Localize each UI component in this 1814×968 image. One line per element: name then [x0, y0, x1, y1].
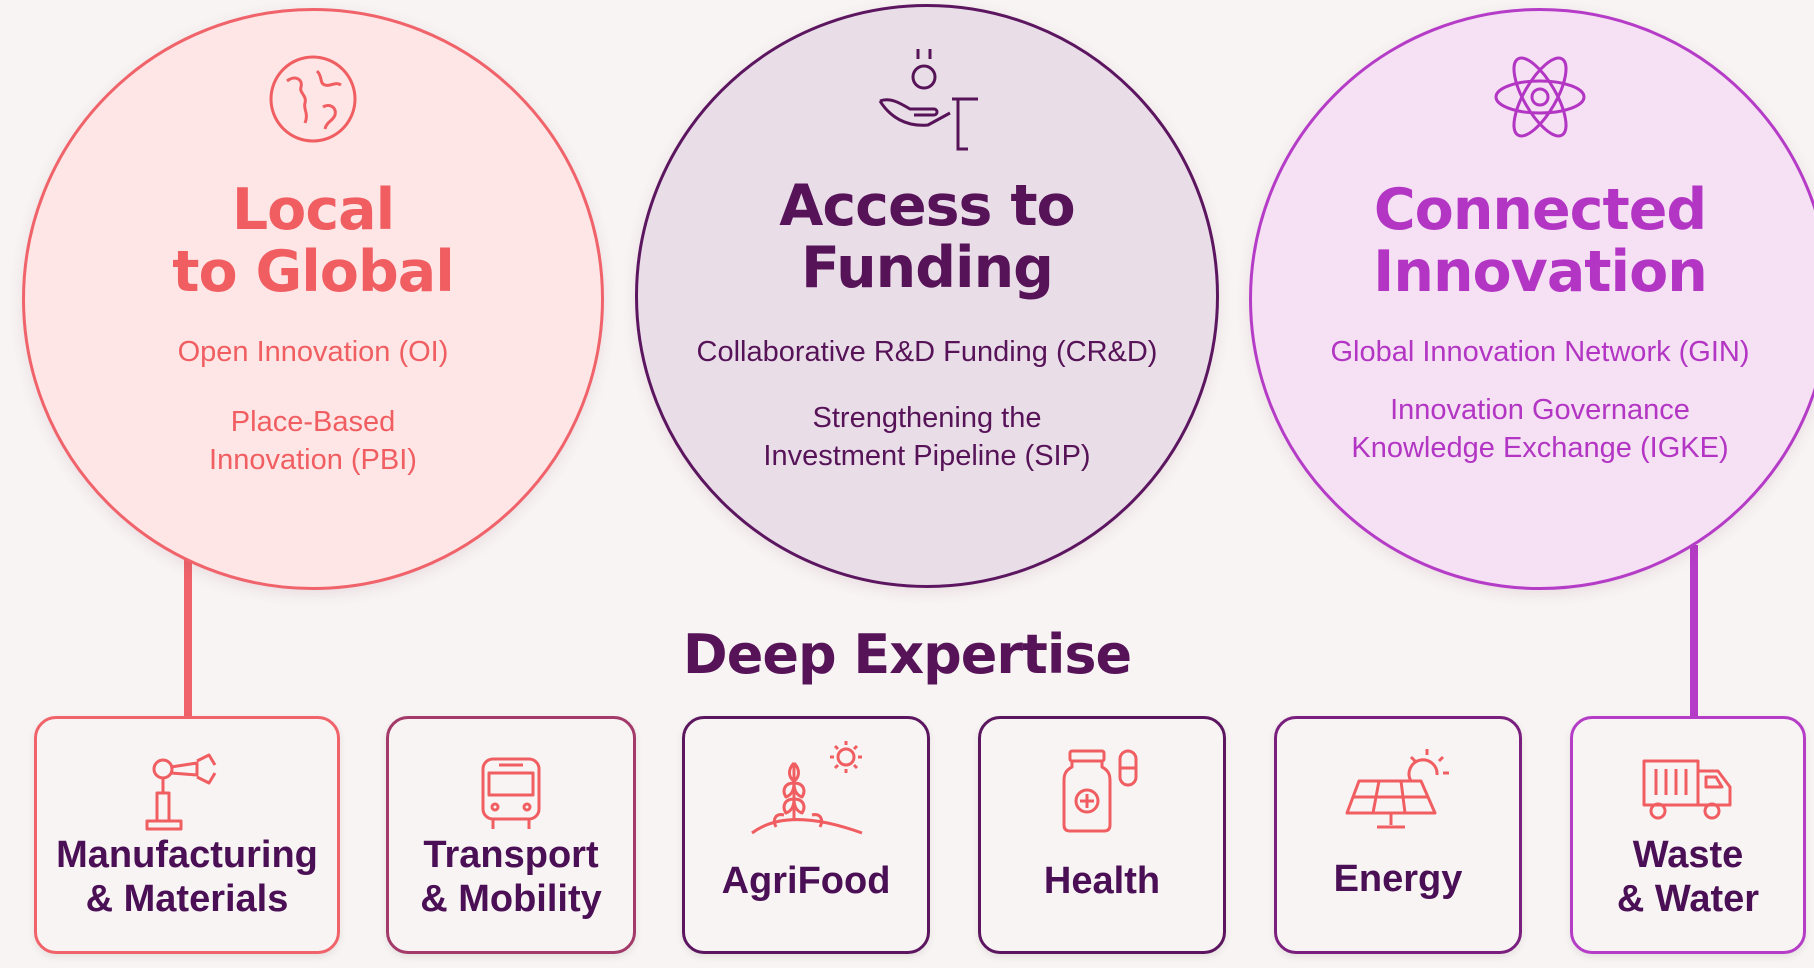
deep-expertise-title: Deep Expertise [682, 623, 1132, 686]
pillar-item-sip-line1: Strengthening the [812, 402, 1042, 434]
sector-label: Energy [1277, 857, 1519, 901]
sector-card-health: Health [978, 716, 1226, 954]
garbage-truck-icon [1642, 759, 1732, 820]
pillar-item-gin: Global Innovation Network (GIN) [1330, 336, 1750, 368]
sector-label: AgriFood [685, 859, 927, 903]
wheat-sun-icon [751, 741, 863, 835]
globe-icon [269, 55, 357, 143]
sector-card-energy: Energy [1274, 716, 1522, 954]
pillar-connected-innovation: Connected Innovation Global Innovation N… [1249, 8, 1814, 590]
pillar-title-line1: Local [231, 177, 395, 243]
sector-label-line1: Manufacturing [56, 834, 318, 876]
sector-label-line1: Transport [423, 834, 599, 876]
pillar-title-line2: Innovation [1373, 239, 1708, 305]
pillar-item-crd: Collaborative R&D Funding (CR&D) [696, 336, 1158, 368]
sector-label: Manufacturing & Materials [37, 833, 337, 921]
pillar-title-line1: Access to [779, 173, 1075, 239]
pillar-item-pbi-line2: Innovation (PBI) [209, 444, 417, 476]
pillar-access-to-funding: Access to Funding Collaborative R&D Fund… [635, 4, 1219, 588]
sector-label-line1: Health [1043, 860, 1161, 902]
robot-arm-icon [145, 753, 217, 831]
hand-coin-icon [878, 49, 978, 151]
pillar-title-line1: Connected [1373, 177, 1707, 243]
pillar-local-to-global: Local to Global Open Innovation (OI) Pla… [22, 8, 604, 590]
pillar-item-sip-line2: Investment Pipeline (SIP) [763, 440, 1091, 472]
sector-card-manufacturing: Manufacturing & Materials [34, 716, 340, 954]
pillar-item-igke-line1: Innovation Governance [1390, 394, 1690, 426]
sector-label: Waste & Water [1573, 833, 1803, 921]
sector-label: Health [981, 859, 1223, 903]
sector-card-transport: Transport & Mobility [386, 716, 636, 954]
sector-label-line1: Waste [1632, 834, 1744, 876]
pillar-title-line2: Funding [801, 235, 1054, 301]
sector-label-line2: & Mobility [420, 878, 602, 920]
bus-icon [481, 757, 541, 829]
pillar-item-oi: Open Innovation (OI) [177, 336, 449, 368]
sector-card-waste-water: Waste & Water [1570, 716, 1806, 954]
pillar-item-igke-line2: Knowledge Exchange (IGKE) [1351, 432, 1729, 464]
solar-panel-icon [1345, 749, 1449, 829]
sector-label: Transport & Mobility [389, 833, 633, 921]
sector-card-agrifood: AgriFood [682, 716, 930, 954]
medicine-bottle-icon [1062, 749, 1138, 833]
sector-label-line2: & Materials [85, 878, 289, 920]
sector-label-line1: AgriFood [721, 860, 891, 902]
sector-label-line2: & Water [1616, 878, 1760, 920]
sector-label-line1: Energy [1333, 858, 1463, 900]
atom-icon [1494, 56, 1586, 138]
pillar-item-pbi-line1: Place-Based [230, 406, 396, 438]
pillar-title-line2: to Global [172, 239, 455, 305]
